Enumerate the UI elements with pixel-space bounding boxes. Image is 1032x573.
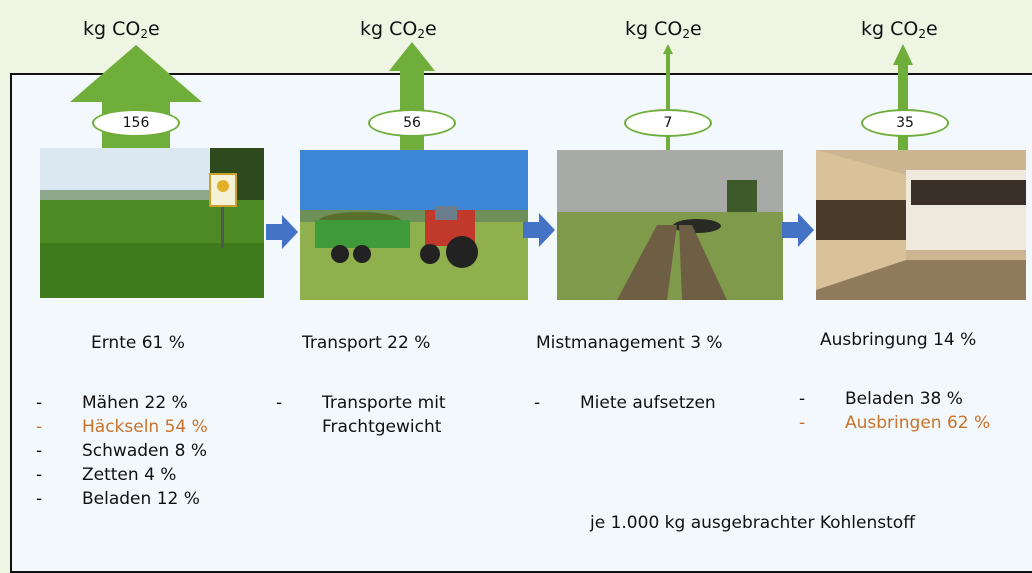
unit-label-transport: kg CO2e	[360, 18, 437, 41]
right-arrow-icon	[266, 215, 298, 249]
list-item: -Häckseln 54 %	[36, 417, 208, 437]
unit-label-mistmanagement: kg CO2e	[625, 18, 702, 41]
right-arrow-icon	[782, 213, 814, 247]
stage-title-mistmanagement: Mistmanagement 3 %	[536, 333, 723, 353]
stage-title-ausbringung: Ausbringung 14 %	[820, 330, 977, 350]
bullet-list-ernte: -Mähen 22 % -Häckseln 54 % -Schwaden 8 %…	[36, 391, 208, 511]
stage-title-ernte: Ernte 61 %	[91, 333, 185, 353]
stage-title-transport: Transport 22 %	[302, 333, 431, 353]
photo-meadow-with-sign	[40, 148, 264, 298]
footnote: je 1.000 kg ausgebrachter Kohlenstoff	[590, 513, 915, 533]
emission-value-transport: 56	[368, 109, 456, 137]
emission-value-mistmanagement: 7	[624, 109, 712, 137]
emission-value-ernte: 156	[92, 109, 180, 137]
list-item: -Mähen 22 %	[36, 393, 188, 413]
list-item: -Beladen 38 %	[799, 389, 963, 409]
photo-manure-spreader-interior	[816, 150, 1026, 300]
photo-manure-windrow-field	[557, 150, 783, 300]
unit-label-ausbringung: kg CO2e	[861, 18, 938, 41]
right-arrow-icon	[523, 213, 555, 247]
list-item: -Ausbringen 62 %	[799, 413, 991, 433]
emission-arrows	[70, 42, 913, 150]
list-item: -Zetten 4 %	[36, 465, 177, 485]
list-item: -Transporte mit Frachtgewicht	[276, 393, 446, 437]
bullet-list-transport: -Transporte mit Frachtgewicht	[276, 391, 446, 439]
list-item: -Miete aufsetzen	[534, 393, 716, 413]
unit-label-ernte: kg CO2e	[83, 18, 160, 41]
up-arrow-icon	[663, 44, 673, 150]
bullet-list-ausbringung: -Beladen 38 % -Ausbringen 62 %	[799, 387, 990, 435]
list-item: -Beladen 12 %	[36, 489, 200, 509]
photo-tractor-with-trailer	[300, 150, 528, 300]
list-item: -Schwaden 8 %	[36, 441, 208, 461]
emission-value-ausbringung: 35	[861, 109, 949, 137]
bullet-list-mistmanagement: -Miete aufsetzen	[534, 391, 716, 415]
